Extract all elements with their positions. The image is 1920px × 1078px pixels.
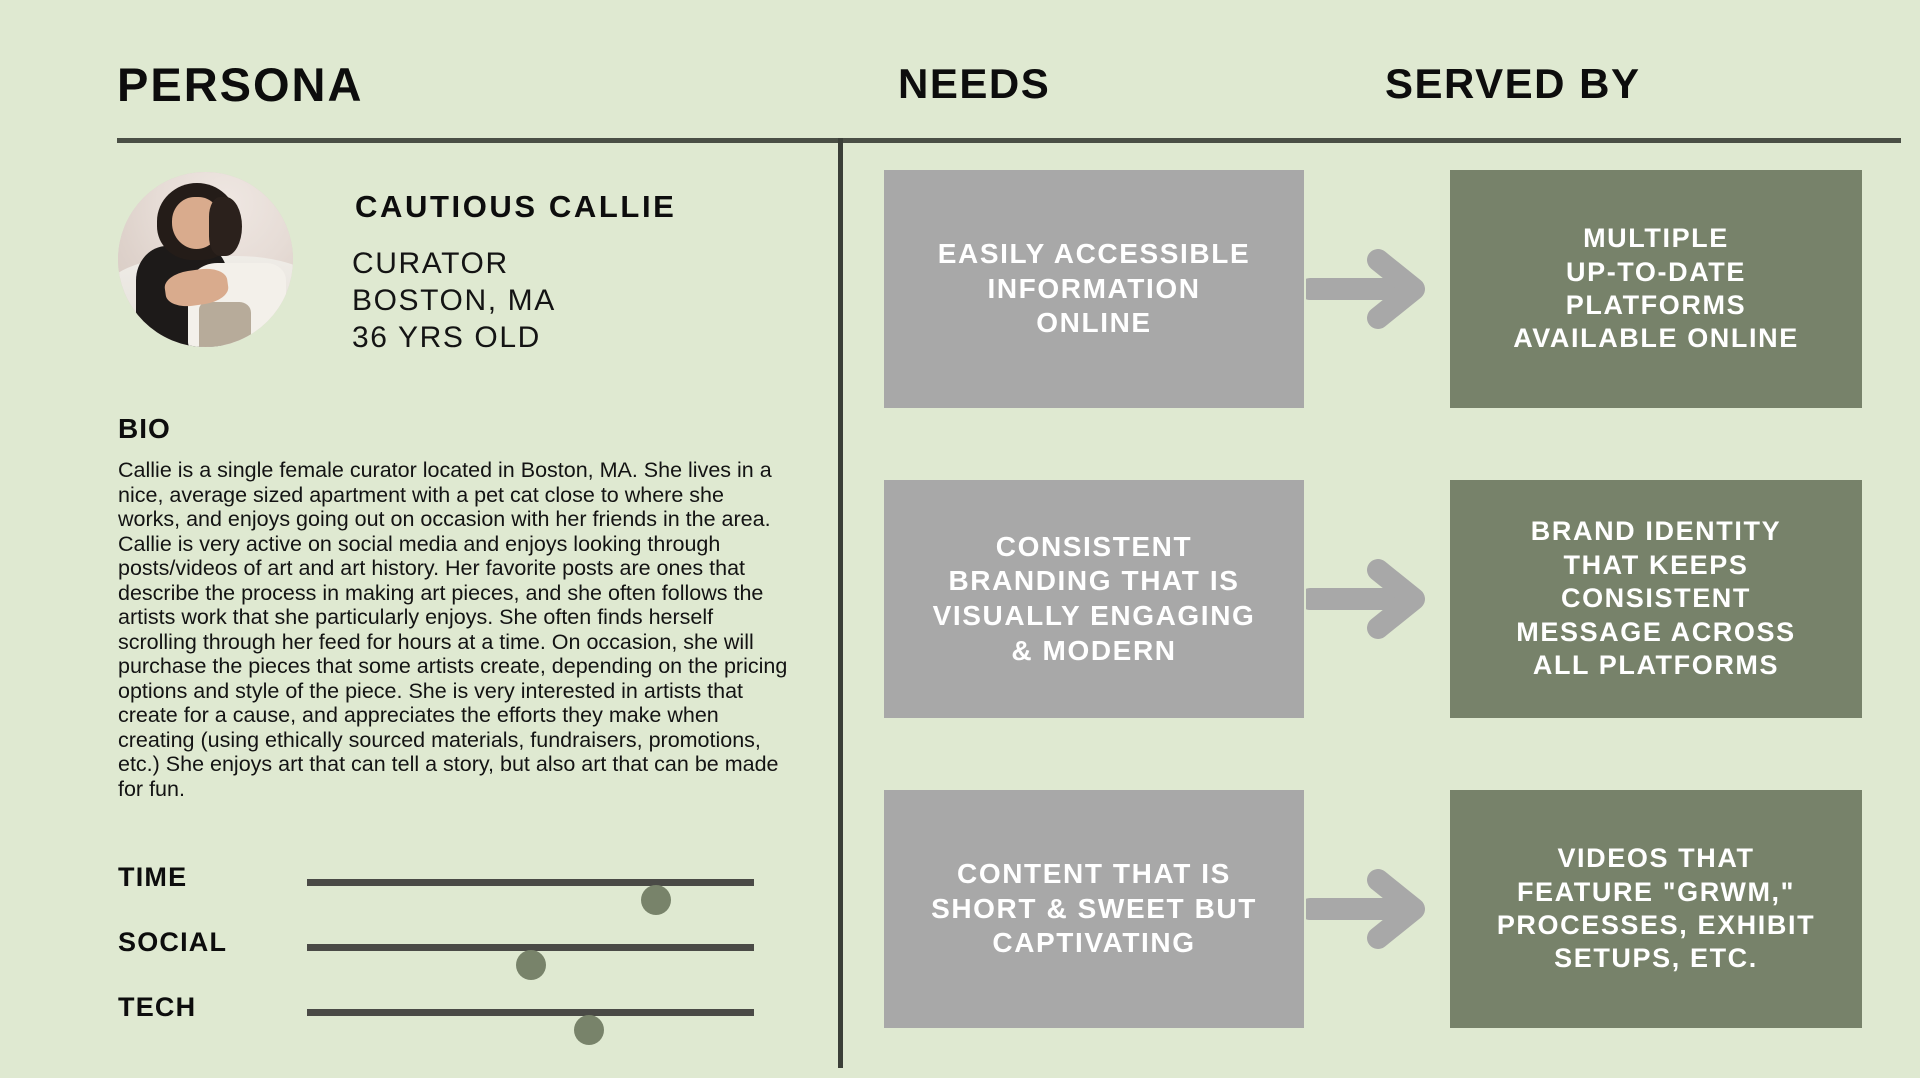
slider-track-tech[interactable] <box>307 1009 754 1045</box>
avatar-hair-right <box>209 196 243 256</box>
served-card-1: MULTIPLE UP-TO-DATE PLATFORMS AVAILABLE … <box>1450 170 1862 408</box>
need-card-3: CONTENT THAT IS SHORT & SWEET BUT CAPTIV… <box>884 790 1304 1028</box>
slider-label-tech: TECH <box>118 992 197 1022</box>
slider-label-time: TIME <box>118 862 188 892</box>
column-header-served-by: SERVED BY <box>1385 60 1641 107</box>
arrow-right-icon-3 <box>1306 864 1446 954</box>
persona-name: CAUTIOUS CALLIE <box>355 189 677 224</box>
slider-social[interactable]: SOCIAL <box>118 927 798 980</box>
column-header-needs: NEEDS <box>898 60 1051 107</box>
slider-label-social: SOCIAL <box>118 927 228 957</box>
need-card-1: EASILY ACCESSIBLE INFORMATION ONLINE <box>884 170 1304 408</box>
slider-time[interactable]: TIME <box>118 862 798 915</box>
slider-knob-tech[interactable] <box>573 1015 604 1045</box>
bio-paragraph: Callie is a single female curator locate… <box>118 458 788 801</box>
column-header-persona: PERSONA <box>117 58 364 111</box>
header-divider-horizontal <box>117 138 1901 143</box>
avatar-cushion <box>198 301 251 347</box>
served-card-3: VIDEOS THAT FEATURE "GRWM," PROCESSES, E… <box>1450 790 1862 1028</box>
persona-meta: CURATOR BOSTON, MA 36 YRS OLD <box>352 247 556 354</box>
bio-heading: BIO <box>118 413 171 444</box>
slider-knob-social[interactable] <box>515 950 546 980</box>
slider-knob-time[interactable] <box>640 885 671 915</box>
need-card-2: CONSISTENT BRANDING THAT IS VISUALLY ENG… <box>884 480 1304 718</box>
slider-track-social[interactable] <box>307 944 754 980</box>
column-divider-vertical <box>838 138 843 1068</box>
arrow-right-icon-2 <box>1306 554 1446 644</box>
slider-tech[interactable]: TECH <box>118 992 798 1045</box>
served-card-2: BRAND IDENTITY THAT KEEPS CONSISTENT MES… <box>1450 480 1862 718</box>
arrow-right-icon-1 <box>1306 244 1446 334</box>
avatar <box>118 172 293 347</box>
slider-track-time[interactable] <box>307 879 754 915</box>
